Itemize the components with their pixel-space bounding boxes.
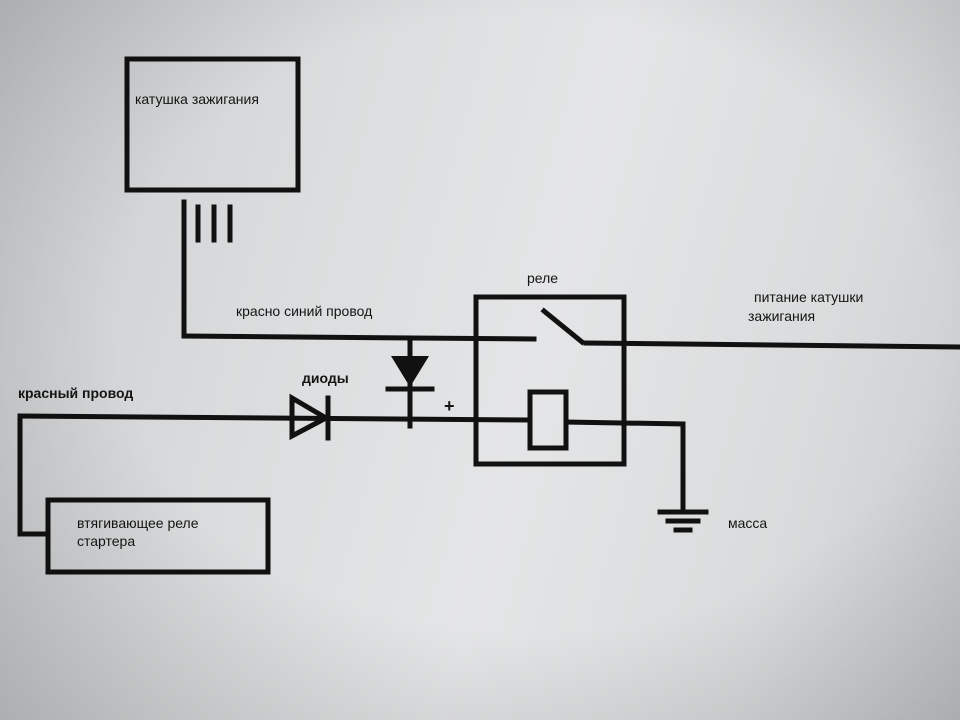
coil-power-label-line2: зажигания (748, 308, 816, 324)
relay-switch-contact (540, 307, 586, 346)
ignition-coil-label: катушка зажигания (135, 91, 259, 107)
red-wire (17, 413, 533, 537)
coil-power-wire (583, 340, 960, 350)
plus-sign: + (444, 396, 455, 416)
starter-relay-label-line1: втягивающее реле (77, 515, 199, 531)
ground-wire (563, 419, 686, 513)
red-blue-wire-label: красно синий провод (236, 303, 373, 319)
coil-power-label-line1: питание катушки (754, 289, 864, 305)
diodes-label: диоды (302, 370, 349, 386)
ignition-coil-box (124, 56, 301, 193)
red-blue-wire (181, 333, 537, 342)
coil-terminals (181, 199, 233, 339)
starter-relay-label-line2: стартера (77, 533, 136, 549)
relay-coil (527, 389, 569, 451)
diode-icon (385, 337, 435, 429)
red-wire-label: красный провод (18, 385, 134, 401)
ground-icon (657, 509, 709, 533)
starter-relay-box (45, 497, 271, 575)
ground-label: масса (728, 515, 768, 531)
relay-label: реле (527, 270, 559, 286)
relay-box (473, 294, 627, 467)
diode-icon (289, 393, 332, 441)
